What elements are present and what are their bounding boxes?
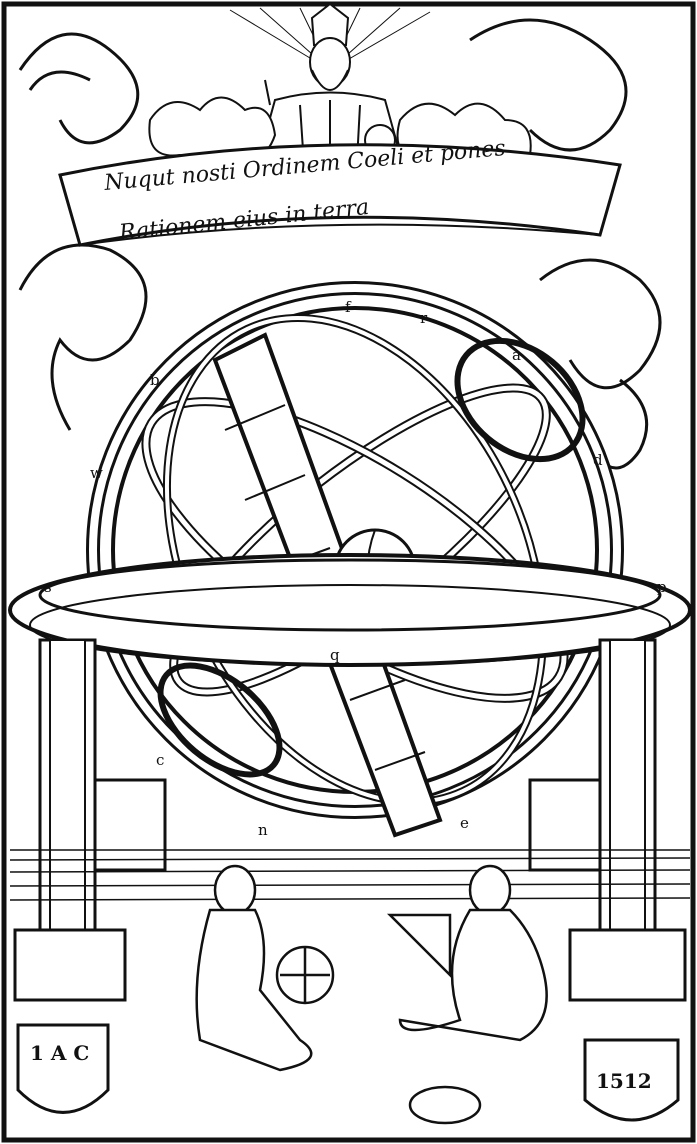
banner: Nuqut nosti Ordinem Coeli et pones Ratio… <box>58 136 622 247</box>
letter-b: b <box>150 371 160 389</box>
armillary-sphere <box>8 281 692 838</box>
right-shield-text: 1512 <box>596 1069 652 1093</box>
letter-s: s <box>44 578 52 596</box>
columns <box>13 638 687 1002</box>
ground <box>9 849 691 901</box>
letter-a: a <box>512 346 521 364</box>
left-shield-text: 1 A C <box>30 1041 89 1065</box>
letter-e: e <box>460 814 469 832</box>
letter-p: p <box>657 578 667 596</box>
letter-r: r <box>420 309 428 327</box>
letter-d: d <box>593 451 603 469</box>
letter-q: q <box>330 646 340 664</box>
letter-w: w <box>90 464 103 482</box>
shields <box>16 1023 680 1122</box>
seated-women <box>195 864 548 1072</box>
letter-n: n <box>258 821 268 839</box>
scroll-ribbons <box>18 18 662 470</box>
letter-c: c <box>156 751 164 769</box>
letter-f: f <box>345 298 352 316</box>
rabbit <box>408 1085 482 1125</box>
